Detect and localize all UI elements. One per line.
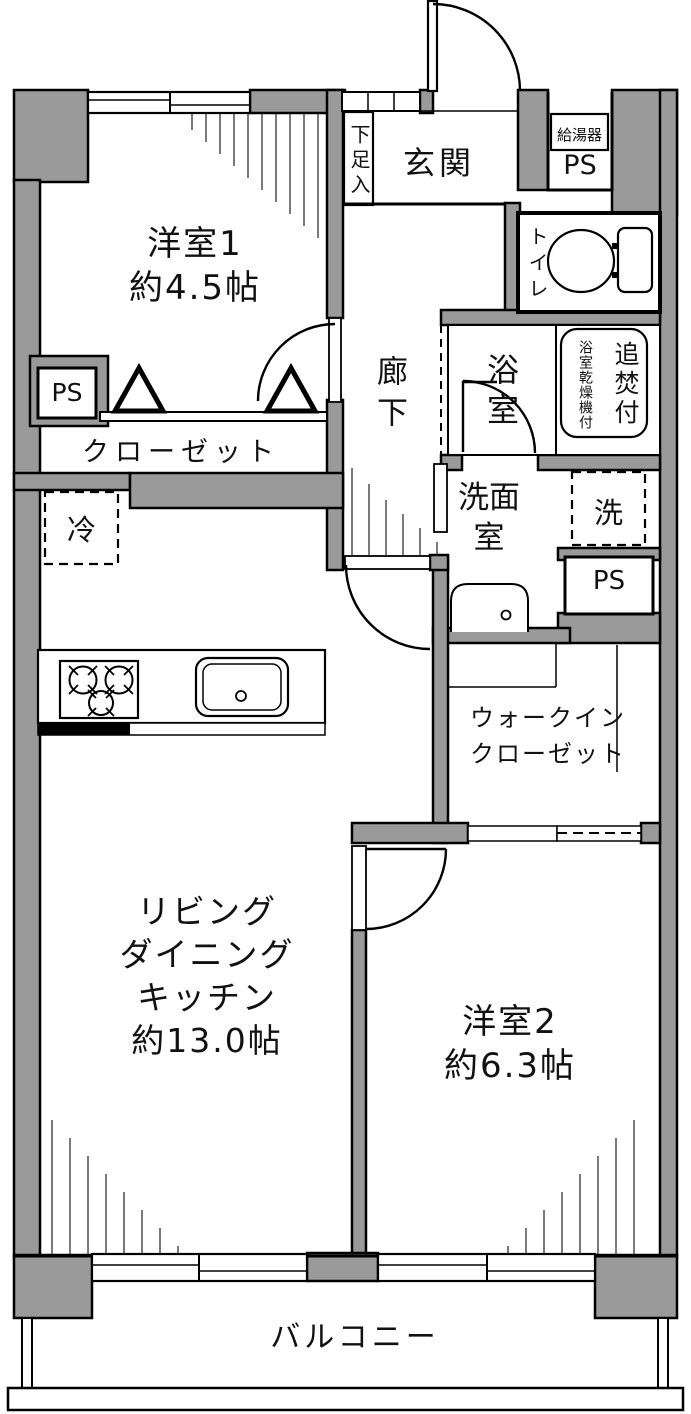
washroom-line1: 洗面 xyxy=(458,480,520,516)
balcony-label: バルコニー xyxy=(270,1320,440,1355)
wall xyxy=(418,88,435,115)
front-door-leaf xyxy=(426,0,439,93)
toilet-label: トイレ xyxy=(525,226,549,304)
washbasin-body xyxy=(450,583,529,632)
toilet-hinge xyxy=(612,243,618,249)
bedroom2-door-arc xyxy=(365,848,448,931)
ldk-door-leaf xyxy=(344,555,431,570)
bedroom2-doorway xyxy=(351,845,367,931)
balcony-railing xyxy=(6,1386,685,1412)
bathroom-label: 浴室 xyxy=(482,353,520,433)
ldk-size: 約13.0帖 xyxy=(131,1021,283,1060)
ps-entrance-border xyxy=(546,92,614,192)
bedroom1-door-leaf xyxy=(328,317,342,403)
bath-door-arc xyxy=(462,379,537,454)
bedroom1-door-arc xyxy=(256,322,336,402)
wall xyxy=(12,178,42,1260)
sink-drain xyxy=(235,690,247,702)
ps-entrance-label: PS xyxy=(563,150,597,181)
wall xyxy=(350,821,470,845)
balcony-structure xyxy=(6,1317,685,1412)
closet-label: クローゼット xyxy=(82,437,280,468)
front-door-arc xyxy=(432,2,522,92)
bathroom-note-frame xyxy=(559,327,649,439)
water-heater-box xyxy=(549,112,610,152)
kitchen-counter xyxy=(36,648,327,736)
bathroom-note-small: 浴室乾燥機付 xyxy=(577,340,593,430)
ldk-label: リビングダイニングキッチン約13.0帖 xyxy=(40,890,374,1062)
ps-bedroom1-label: PS xyxy=(51,378,83,407)
washroom-line2: 室 xyxy=(473,520,505,556)
washroom-door xyxy=(433,463,448,533)
wall xyxy=(12,471,132,492)
ldk-line2: ダイニング xyxy=(119,935,295,974)
refrigerator-box xyxy=(43,490,120,566)
ps-washroom-box xyxy=(563,555,655,616)
bathroom-room xyxy=(447,324,557,456)
ldk-line3: キッチン xyxy=(137,978,277,1017)
stove-burners xyxy=(68,665,134,717)
refrigerator-label: 冷 xyxy=(66,513,96,547)
closet-folding-door-icon xyxy=(262,362,320,414)
wic-line2: クローゼット xyxy=(470,740,626,768)
kitchen-sink-inner xyxy=(202,663,282,711)
wall xyxy=(593,1253,679,1320)
balcony-side-left xyxy=(21,1317,33,1390)
windows xyxy=(86,90,597,1283)
ldk-line1: リビング xyxy=(137,892,277,931)
bedroom2-name: 洋室2 xyxy=(462,1002,558,1042)
ps-bedroom1-box xyxy=(36,366,98,420)
wall xyxy=(536,453,662,472)
wic-opening xyxy=(467,825,558,842)
toilet-hinge xyxy=(612,272,618,278)
washbasin-drain xyxy=(500,609,512,621)
counter-wall-stub xyxy=(38,723,130,735)
ps-washroom-label: PS xyxy=(592,566,626,596)
ldk-door-arc xyxy=(344,564,431,651)
wall xyxy=(556,611,662,645)
bathroom-note-large: 追焚付 xyxy=(611,340,640,428)
entrance-label: 玄関 xyxy=(402,144,475,182)
balcony-side-right xyxy=(657,1317,669,1390)
toilet-bowl xyxy=(546,228,616,294)
washing-machine-box xyxy=(570,470,647,547)
water-heater-label: 給湯器 xyxy=(556,126,602,144)
walkin-closet-label: ウォークインクローゼット xyxy=(442,700,654,772)
wall xyxy=(12,88,90,184)
bedroom1-name: 洋室1 xyxy=(147,224,243,264)
bedroom2-size: 約6.3帖 xyxy=(443,1046,577,1086)
closet-folding-door-icon xyxy=(110,362,168,414)
wall xyxy=(658,88,679,1260)
wic-line1: ウォークイン xyxy=(470,704,626,732)
closet-front-line xyxy=(99,411,328,422)
toilet-icon xyxy=(546,226,654,294)
wall xyxy=(128,471,345,510)
shoe-cabinet-label: 下足入 xyxy=(347,123,371,199)
hallway-label: 廊下 xyxy=(371,354,407,437)
wall xyxy=(639,821,662,845)
hatch-lines xyxy=(51,114,635,1254)
wall xyxy=(516,88,550,192)
washing-machine-label: 洗 xyxy=(593,496,623,530)
washbasin-icon xyxy=(450,583,529,632)
bedroom1-size: 約4.5帖 xyxy=(128,268,262,308)
washroom-label: 洗面室 xyxy=(425,478,553,558)
wall xyxy=(12,1253,94,1320)
entrance-window xyxy=(341,91,421,112)
toilet-tank xyxy=(616,226,654,294)
